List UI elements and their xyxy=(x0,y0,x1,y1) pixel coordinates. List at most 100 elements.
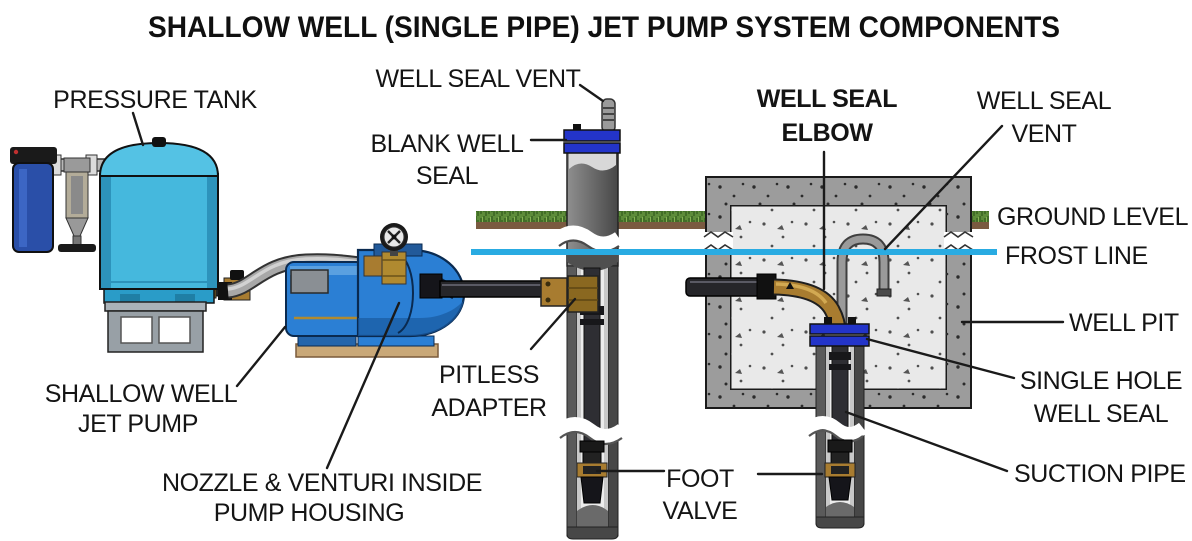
single-hole-seal-top xyxy=(809,323,870,335)
label-blank-well-seal-2: SEAL xyxy=(416,162,479,190)
diagram-title: SHALLOW WELL (SINGLE PIPE) JET PUMP SYST… xyxy=(148,11,1060,44)
leader-pressure-tank xyxy=(131,111,145,147)
label-single-hole-well-seal-1: SINGLE HOLE xyxy=(1020,367,1182,395)
adapter-outer-bracket xyxy=(540,277,568,307)
leader-well-seal-vent-top xyxy=(578,83,605,103)
seal-bar-bottom xyxy=(563,142,621,154)
leader-single-hole-well-seal xyxy=(865,337,1016,380)
well-seal-vent-stem xyxy=(601,98,616,133)
motor-foot xyxy=(297,335,357,347)
casing-wall-right xyxy=(607,265,619,537)
casing-collar-band xyxy=(569,152,616,171)
valve-coupling xyxy=(827,439,853,453)
casing-bottom xyxy=(566,526,619,540)
vent-end-cap xyxy=(876,288,892,297)
casing-break xyxy=(804,416,868,440)
pitless-adapter xyxy=(540,275,599,313)
label-shallow-well-jet-pump-1: SHALLOW WELL xyxy=(45,380,238,408)
frost-line xyxy=(471,249,997,255)
shallow-well-jet-pump xyxy=(285,243,466,358)
dirt-left xyxy=(476,221,567,229)
seal-bolt xyxy=(573,124,581,131)
tank-base-notch xyxy=(175,294,195,303)
pipe-body xyxy=(439,280,547,298)
seal-bolt xyxy=(848,317,856,324)
block-hole xyxy=(158,316,191,344)
interior-shade xyxy=(604,266,608,536)
filter-button xyxy=(13,149,19,155)
grass-texture xyxy=(970,211,989,222)
dirt-right xyxy=(970,221,989,229)
tank-shade-left xyxy=(101,175,111,288)
frame-speckles xyxy=(706,177,971,408)
valve-strainer xyxy=(580,476,604,504)
label-nozzle-venturi-2: PUMP HOUSING xyxy=(214,499,405,527)
vent-ribs xyxy=(603,107,614,121)
leader-well-seal-vent-right xyxy=(883,124,1004,251)
water-filter-assembly xyxy=(10,147,121,253)
valve-handle xyxy=(230,270,244,280)
label-suction-pipe: SUCTION PIPE xyxy=(1014,460,1186,488)
sediment-filter-taper xyxy=(65,217,89,237)
volute-shadow xyxy=(358,300,464,336)
casing-bottom xyxy=(815,516,865,529)
label-well-pit: WELL PIT xyxy=(1069,309,1179,337)
leader-nozzle-venturi xyxy=(325,301,401,470)
block-hole xyxy=(120,316,153,344)
filter-highlight xyxy=(19,169,27,247)
pipe-coupling xyxy=(756,273,777,300)
tank-shade-right xyxy=(207,175,217,288)
valve-coupling xyxy=(579,440,605,453)
motor-terminal-box xyxy=(290,269,329,294)
pressure-gauge-assembly xyxy=(363,223,408,285)
sediment-filter-head xyxy=(63,157,91,173)
tank-base-notch xyxy=(120,294,140,303)
valve-ribs xyxy=(830,451,850,464)
adapter-bolt xyxy=(545,297,551,303)
air-valve-knob xyxy=(152,137,166,147)
tank-body xyxy=(99,173,219,290)
drain-tee-handle xyxy=(58,244,96,252)
casing-wall-left xyxy=(815,345,827,525)
label-foot-valve-1: FOOT xyxy=(666,465,734,493)
wall-break-left xyxy=(704,232,733,252)
break-edge xyxy=(808,429,864,443)
leader-suction-pipe xyxy=(844,410,1009,473)
label-well-seal-vent-top: WELL SEAL VENT xyxy=(375,65,580,93)
interior-shade xyxy=(826,346,830,524)
break-edge xyxy=(559,430,623,446)
adapter-inner-block xyxy=(567,275,599,313)
casing-cut-edge xyxy=(567,254,618,271)
well-casing-pit xyxy=(804,317,870,529)
blank-well-seal xyxy=(563,98,621,154)
pipe-coupling xyxy=(580,319,604,325)
valve-strainer xyxy=(828,476,852,501)
filter-cap xyxy=(10,147,57,164)
seal-bolt xyxy=(824,317,832,324)
gauge-hub xyxy=(391,234,397,240)
label-shallow-well-jet-pump-2: JET PUMP xyxy=(78,410,198,438)
grass-texture xyxy=(476,211,567,222)
hose-highlight xyxy=(227,257,371,291)
label-nozzle-venturi-1: NOZZLE & VENTURI INSIDE xyxy=(162,469,482,497)
label-blank-well-seal-1: BLANK WELL xyxy=(370,130,524,158)
interior-shade xyxy=(577,266,581,536)
label-ground-level: GROUND LEVEL xyxy=(997,203,1189,231)
valve-slot xyxy=(831,466,849,474)
sediment-filter-core xyxy=(71,176,83,214)
water-shading xyxy=(826,502,854,519)
single-hole-seal-bottom xyxy=(809,335,870,347)
label-well-seal-elbow-1: WELL SEAL xyxy=(757,85,898,113)
brass-elbow-hose xyxy=(363,255,385,277)
brass-tee-body xyxy=(381,251,407,285)
dirt-mid xyxy=(618,221,707,229)
label-well-seal-vent-right-1: WELL SEAL xyxy=(977,87,1112,115)
seal-bar-top xyxy=(563,129,621,142)
suction-flange xyxy=(419,273,443,299)
suction-pipe-horizontal xyxy=(439,280,547,298)
grass-texture xyxy=(618,211,707,222)
pressure-tank xyxy=(98,137,220,304)
tank-dome xyxy=(98,141,220,177)
